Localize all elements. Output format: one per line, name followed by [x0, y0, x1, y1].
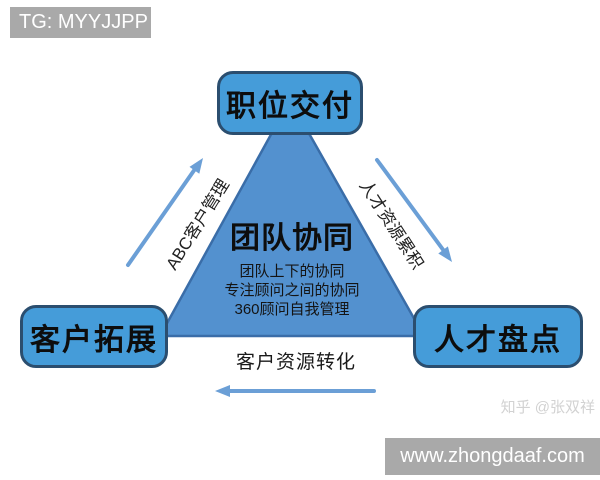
- site-url-banner: www.zhongdaaf.com: [385, 438, 600, 475]
- node-position-delivery: 职位交付: [217, 71, 363, 135]
- zhihu-author-watermark: 知乎 @张双祥: [500, 399, 595, 416]
- subline-1: 团队上下的协同: [239, 263, 345, 280]
- subline-3: 360顾问自我管理: [234, 301, 350, 318]
- node-label: 职位交付: [226, 90, 354, 123]
- arrow-down-right-icon: [375, 158, 452, 262]
- edge-label-client-resource-conversion: 客户资源转化: [235, 352, 356, 373]
- tg-watermark-banner: TG: MYYJJPP: [10, 7, 151, 38]
- arrow-left-bottom-icon: [215, 385, 376, 397]
- triangle-center-title: 团队协同: [230, 222, 354, 255]
- subline-2: 专注顾问之间的协同: [224, 282, 360, 299]
- node-client-expansion: 客户拓展: [20, 305, 168, 368]
- node-label: 客户拓展: [30, 323, 158, 357]
- triangle-shape: [158, 98, 426, 338]
- node-talent-inventory: 人才盘点: [413, 305, 583, 368]
- triangle-center-sublines: 团队上下的协同 专注顾问之间的协同 360顾问自我管理: [162, 262, 422, 319]
- arrow-up-left-icon: [126, 158, 203, 267]
- node-label: 人才盘点: [434, 323, 562, 357]
